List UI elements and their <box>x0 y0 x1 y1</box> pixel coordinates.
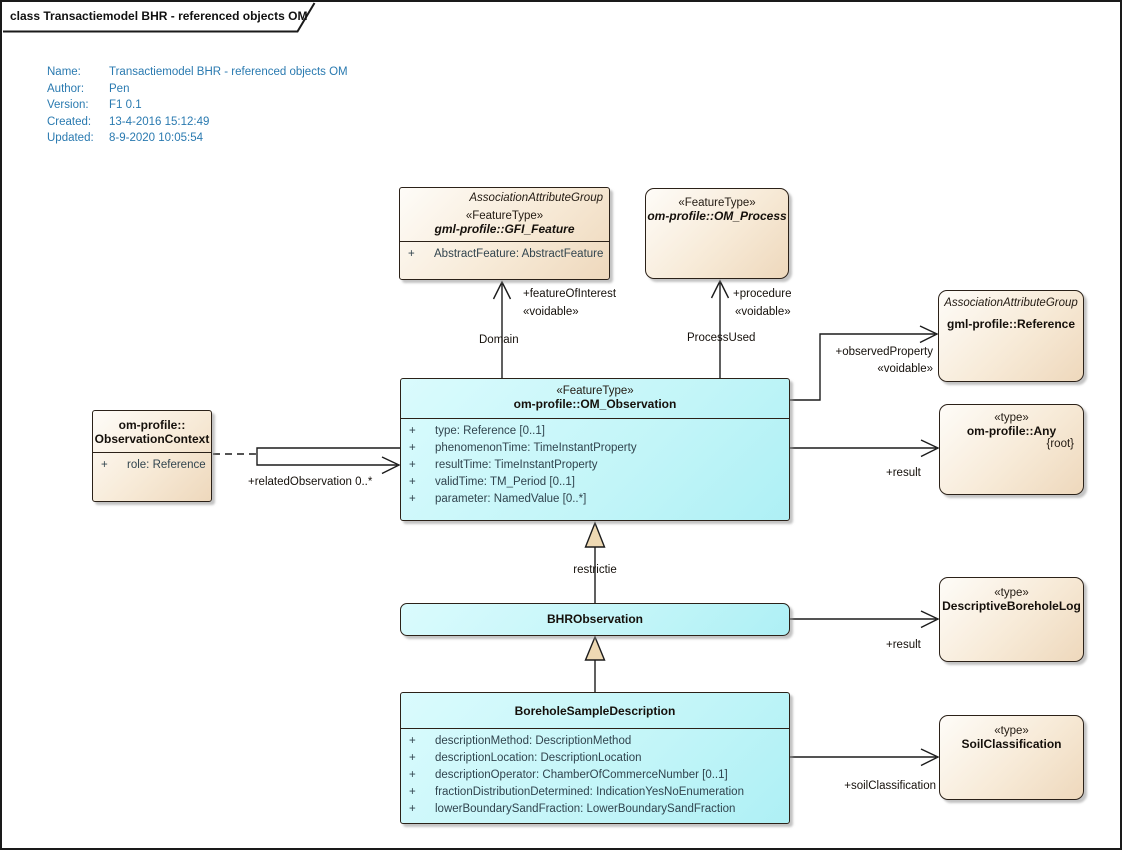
connector-generalization-restrictie <box>584 521 606 603</box>
connector-related-observation <box>213 447 401 475</box>
label-domain: Domain <box>479 334 519 346</box>
gfi-feature-name: gml-profile::GFI_Feature <box>434 222 575 236</box>
class-descriptive-borehole-log[interactable]: «type» DescriptiveBoreholeLog <box>939 577 1084 662</box>
attribute-row: + parameter: NamedValue [0..*] <box>409 493 587 505</box>
label-soil-classification: +soilClassification <box>844 780 936 792</box>
class-borehole-sample-description[interactable]: BoreholeSampleDescription + descriptionM… <box>400 692 790 824</box>
class-bhr-observation[interactable]: BHRObservation <box>400 603 790 636</box>
attribute-row: + fractionDistributionDetermined: Indica… <box>409 786 744 798</box>
borehole-sample-description-name: BoreholeSampleDescription <box>514 704 676 718</box>
meta-updated-label: Updated: <box>47 132 94 144</box>
om-observation-name: om-profile::OM_Observation <box>513 397 677 411</box>
attribute-row: + descriptionMethod: DescriptionMethod <box>409 735 632 747</box>
attribute-row: + type: Reference [0..1] <box>409 425 545 437</box>
meta-updated-value: 8-9-2020 10:05:54 <box>109 132 203 144</box>
connector-generalization-bsd <box>584 635 606 692</box>
connector-result-log <box>790 610 940 629</box>
class-soil-classification[interactable]: «type» SoilClassification <box>939 715 1084 800</box>
label-feature-of-interest: +featureOfInterest <box>523 288 617 300</box>
attribute-row: + descriptionLocation: DescriptionLocati… <box>409 752 642 764</box>
gfi-feature-group: AssociationAttributeGroup <box>469 192 603 204</box>
observation-context-name-line2: ObservationContext <box>94 432 210 446</box>
observation-context-name-line1: om-profile:: <box>118 418 186 432</box>
class-om-observation[interactable]: «FeatureType» om-profile::OM_Observation… <box>400 378 790 521</box>
label-result-any: +result <box>886 467 921 479</box>
diagram-tab-title: class Transactiemodel BHR - referenced o… <box>10 9 308 23</box>
connector-soil-classification <box>790 748 940 767</box>
om-process-name: om-profile::OM_Process <box>647 209 787 223</box>
soil-classification-stereotype: «type» <box>994 725 1029 737</box>
gfi-feature-stereotype: «FeatureType» <box>465 210 544 222</box>
meta-created-value: 13-4-2016 15:12:49 <box>109 115 210 128</box>
attribute-row: + validTime: TM_Period [0..1] <box>409 476 575 488</box>
connector-feature-of-interest <box>492 280 512 378</box>
reference-name: gml-profile::Reference <box>946 317 1076 331</box>
reference-group: AssociationAttributeGroup <box>944 297 1078 309</box>
descriptive-borehole-log-stereotype: «type» <box>994 587 1029 599</box>
class-reference[interactable]: AssociationAttributeGroup gml-profile::R… <box>938 290 1084 382</box>
any-root-constraint: {root} <box>1046 438 1075 450</box>
class-observation-context[interactable]: om-profile:: ObservationContext + role: … <box>92 410 212 502</box>
class-gfi-feature[interactable]: AssociationAttributeGroup «FeatureType» … <box>399 187 610 280</box>
om-observation-stereotype: «FeatureType» <box>556 385 634 397</box>
connector-procedure <box>710 279 730 378</box>
label-observed-property-voidable: «voidable» <box>877 363 933 375</box>
any-stereotype: «type» <box>994 412 1029 424</box>
bhr-observation-name: BHRObservation <box>546 612 644 626</box>
class-any[interactable]: «type» om-profile::Any {root} <box>939 404 1084 495</box>
connector-result-any <box>790 439 940 458</box>
label-procedure: +procedure <box>733 288 792 300</box>
label-procedure-voidable: «voidable» <box>735 306 791 318</box>
class-om-process[interactable]: «FeatureType» om-profile::OM_Process <box>645 188 789 279</box>
soil-classification-name: SoilClassification <box>961 737 1062 751</box>
meta-name-value: Transactiemodel BHR - referenced objects… <box>109 66 348 78</box>
meta-created-label: Created: <box>47 115 92 128</box>
meta-author-label: Author: <box>47 82 85 95</box>
label-observed-property: +observedProperty <box>835 346 934 358</box>
attribute-row: + AbstractFeature: AbstractFeature <box>408 248 604 260</box>
meta-author-value: Pen <box>109 82 130 95</box>
meta-version-value: F1 0.1 <box>109 99 142 111</box>
label-related-observation: +relatedObservation 0..* <box>248 476 373 488</box>
om-process-stereotype: «FeatureType» <box>678 197 756 209</box>
attribute-row: + lowerBoundarySandFraction: LowerBounda… <box>409 803 736 815</box>
attribute-row: + role: Reference <box>101 459 206 471</box>
meta-version-label: Version: <box>47 99 89 111</box>
attribute-row: + phenomenonTime: TimeInstantProperty <box>409 442 637 454</box>
label-feature-of-interest-voidable: «voidable» <box>523 306 579 318</box>
diagram-metadata: Name: Transactiemodel BHR - referenced o… <box>47 66 348 144</box>
attribute-row: + descriptionOperator: ChamberOfCommerce… <box>409 769 728 781</box>
descriptive-borehole-log-name: DescriptiveBoreholeLog <box>942 599 1081 613</box>
meta-name-label: Name: <box>47 66 81 78</box>
label-process-used: ProcessUsed <box>687 332 756 344</box>
any-name: om-profile::Any <box>966 424 1057 438</box>
label-result-log: +result <box>886 639 921 651</box>
label-restrictie: restrictie <box>573 564 617 576</box>
attribute-row: + resultTime: TimeInstantProperty <box>409 459 598 471</box>
